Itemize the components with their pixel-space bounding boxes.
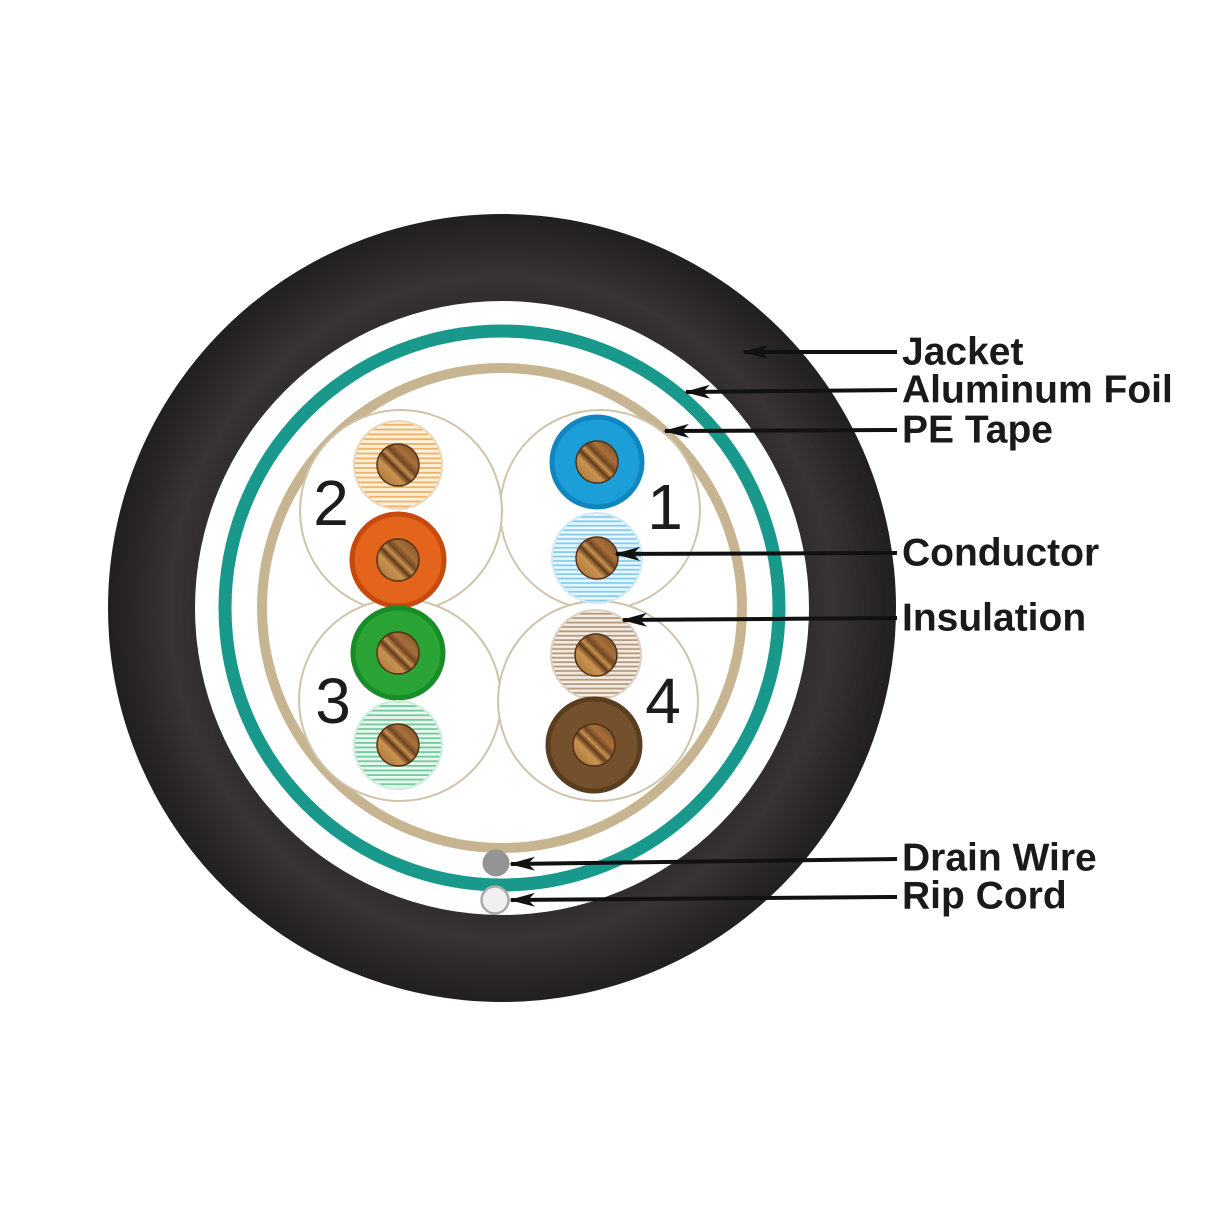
drain-wire-label: Drain Wire (902, 837, 1097, 880)
wire-white-blue-conductor (575, 536, 619, 580)
aluminum-foil-label: Aluminum Foil (902, 369, 1173, 412)
wire-white-green-conductor (376, 723, 420, 767)
wire-white-brown-conductor (574, 633, 618, 677)
drain-wire-arrow (509, 856, 898, 871)
insulation-label: Insulation (902, 597, 1086, 640)
aluminum-foil-ring (218, 324, 786, 892)
wire-blue (549, 414, 645, 510)
conductor-arrow (614, 546, 898, 561)
wire-white-orange-conductor (376, 443, 420, 487)
drain-wire-dot (482, 849, 510, 877)
callout-labels: Jacket Aluminum Foil PE Tape Conductor I… (902, 331, 1173, 918)
pair-4-number: 4 (645, 665, 681, 737)
callout-arrows (509, 345, 898, 907)
wire-orange-conductor (376, 538, 420, 582)
rip-cord-arrow (509, 892, 898, 907)
aluminum-foil-arrow (684, 384, 898, 399)
wire-white-blue (551, 512, 643, 604)
wire-green (350, 605, 446, 701)
rip-cord-dot (480, 885, 510, 915)
cable-body: 1 2 3 4 (108, 214, 896, 1002)
jacket-label: Jacket (902, 331, 1023, 374)
wire-blue-conductor (575, 440, 619, 484)
wire-brown-conductor (572, 723, 616, 767)
pe-tape-label: PE Tape (902, 409, 1053, 452)
conductor-label: Conductor (902, 532, 1099, 575)
insulation-arrow (621, 612, 898, 627)
wire-white-brown (550, 609, 642, 701)
pair-1-number: 1 (647, 471, 683, 543)
pair-3-number: 3 (315, 665, 351, 737)
wire-orange (349, 511, 447, 609)
wire-brown (545, 696, 643, 794)
wire-white-orange (353, 420, 443, 510)
rip-cord-label: Rip Cord (902, 875, 1067, 918)
wire-white-green (353, 700, 443, 790)
pair-2-number: 2 (313, 467, 349, 539)
wire-green-conductor (376, 631, 420, 675)
pe-tape-arrow (663, 423, 898, 438)
